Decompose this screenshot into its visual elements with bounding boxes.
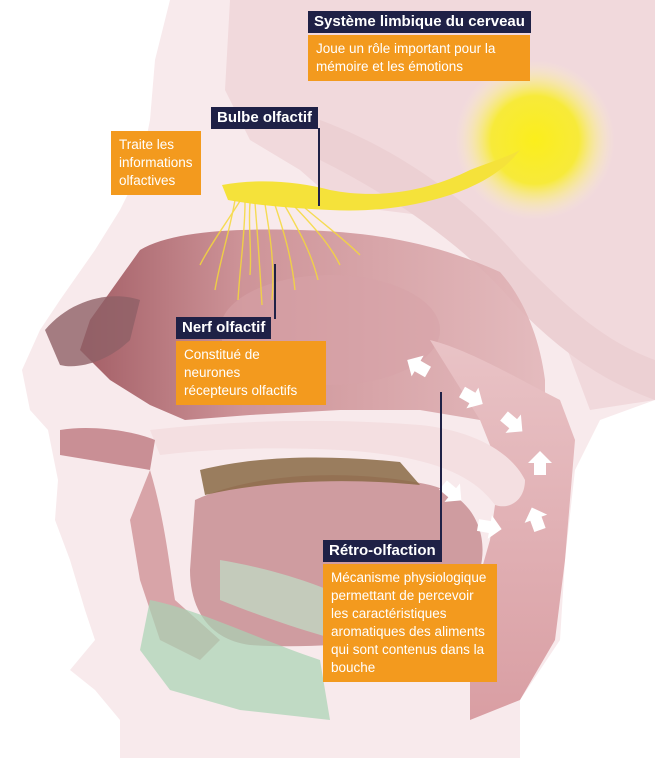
retro-desc-line: aromatiques des aliments: [331, 623, 489, 641]
limbic-leader-line: [318, 128, 320, 206]
nerve-desc-line: Constitué de neurones: [184, 346, 318, 382]
limbic-desc-line: Joue un rôle important pour la: [316, 40, 522, 58]
bulb-title: Bulbe olfactif: [211, 107, 318, 129]
retro-title: Rétro-olfaction: [323, 540, 442, 562]
limbic-title: Système limbique du cerveau: [308, 11, 531, 33]
retro-desc-line: Mécanisme physiologique: [331, 569, 489, 587]
limbic-description: Joue un rôle important pour la mémoire e…: [308, 35, 530, 81]
limbic-glow: [455, 60, 615, 220]
bulb-description: Traite les informations olfactives: [111, 131, 201, 195]
retro-desc-line: permettant de percevoir: [331, 587, 489, 605]
retro-description: Mécanisme physiologique permettant de pe…: [323, 564, 497, 682]
retro-desc-line: qui sont contenus dans la: [331, 641, 489, 659]
bulb-desc-line: Traite les informations olfactives: [119, 136, 193, 190]
retro-desc-line: bouche: [331, 659, 489, 677]
nerve-title: Nerf olfactif: [176, 317, 271, 339]
nerve-leader-line: [274, 264, 276, 319]
retro-leader-line: [440, 392, 442, 542]
nerve-desc-line: récepteurs olfactifs: [184, 382, 318, 400]
nerve-description: Constitué de neurones récepteurs olfacti…: [176, 341, 326, 405]
limbic-desc-line: mémoire et les émotions: [316, 58, 522, 76]
retro-desc-line: les caractéristiques: [331, 605, 489, 623]
